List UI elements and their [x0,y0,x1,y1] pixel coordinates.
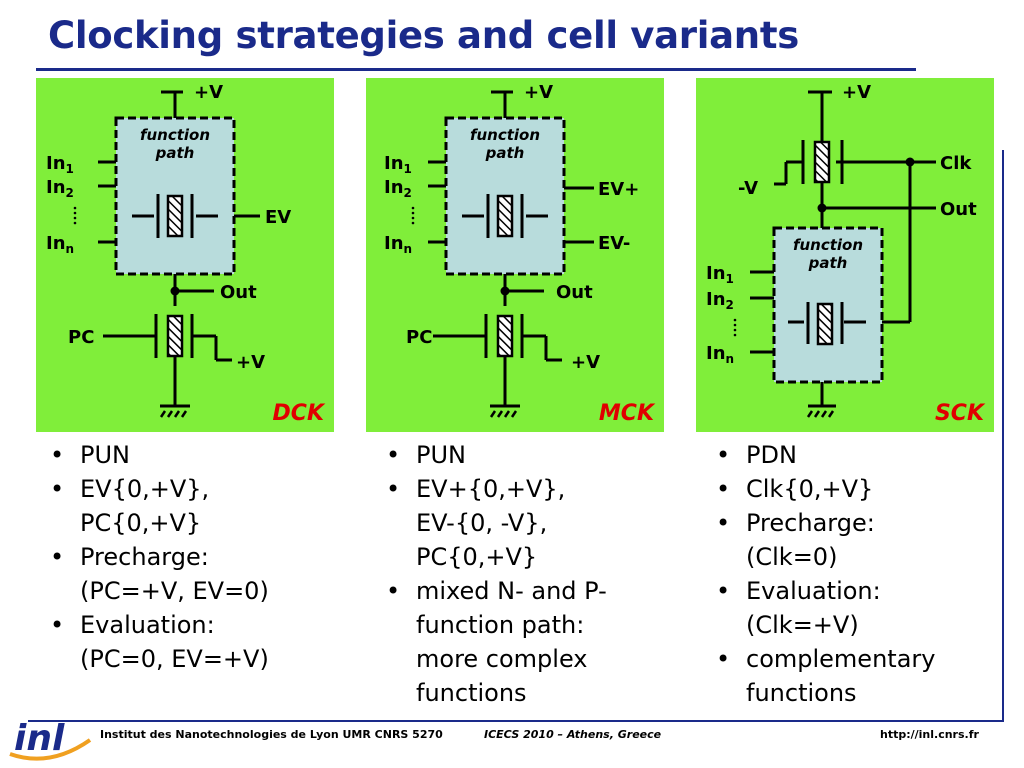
vdd-bottom-label: +V [571,352,600,373]
bullet-item: EV{0,+V},PC{0,+V} [44,472,269,540]
out-label: Out [556,282,593,303]
input-ellipsis [733,318,737,337]
bullet-item: Clk{0,+V} [710,472,935,506]
bullet-item: PUN [380,438,607,472]
out-node-dot [817,203,827,213]
bullet-item: Evaluation:(PC=0, EV=+V) [44,608,269,676]
input-2-label: In2 [384,177,412,200]
function-path-label-line2: path [485,144,525,162]
vdd-top-label: +V [194,82,223,103]
precharge-transistor-icon [496,314,514,358]
logo-swoosh [9,738,92,761]
input-ellipsis [411,206,415,225]
clk-label: Clk [940,153,972,174]
sck-circuit-diagram: +V -V Clk Out function path In1 In2 Inn … [696,78,994,432]
out-label: Out [940,199,977,220]
out-node-dot [500,286,510,296]
inl-logo: inl [9,718,92,761]
function-path-label-line1: function [793,236,863,254]
ambipolar-transistor-icon [166,194,184,238]
out-node-dot [170,286,180,296]
dck-bullet-list: PUN EV{0,+V},PC{0,+V} Precharge:(PC=+V, … [44,438,269,676]
title-underline [36,68,916,71]
input-n-label: Inn [706,343,734,366]
vdd-top-label: +V [524,82,553,103]
dck-circuit-diagram: +V function path In1 In2 Inn EV Out PC +… [36,78,334,432]
input-ellipsis [73,206,77,225]
footer-conference: ICECS 2010 – Athens, Greece [484,728,662,741]
ev-label: EV [265,207,291,228]
vdd-top-label: +V [842,82,871,103]
function-path-label-line2: path [155,144,195,162]
input-n-label: Inn [46,233,74,256]
input-2-label: In2 [706,289,734,312]
ev-plus-label: EV+ [598,179,639,200]
footer-url[interactable]: http://inl.cnrs.fr [880,728,979,741]
bullet-item: mixed N- and P-function path:more comple… [380,574,607,710]
footer-institute: Institut des Nanotechnologies de Lyon UM… [100,728,443,741]
clk-node-dot [905,157,915,167]
bullet-item: Evaluation:(Clk=+V) [710,574,935,642]
out-label: Out [220,282,257,303]
ev-minus-label: EV- [598,233,630,254]
input-n-label: Inn [384,233,412,256]
slide-title: Clocking strategies and cell variants [48,14,799,57]
variant-label: SCK [935,401,986,426]
pc-label: PC [68,327,94,348]
function-path-label-line1: function [470,126,540,144]
ambipolar-transistor-icon [496,194,514,238]
variant-label: MCK [599,401,656,426]
bullet-item: PUN [44,438,269,472]
vdd-bottom-label: +V [236,352,265,373]
function-path-label-line1: function [140,126,210,144]
mck-bullet-list: PUN EV+{0,+V},EV-{0, -V},PC{0,+V} mixed … [380,438,607,710]
mck-circuit-diagram: +V function path In1 In2 Inn EV+ EV- Out… [366,78,664,432]
footer-rule [28,720,1004,722]
bullet-item: Precharge:(Clk=0) [710,506,935,574]
input-1-label: In1 [384,153,412,176]
input-1-label: In1 [46,153,74,176]
pc-label: PC [406,327,432,348]
bullet-item: Precharge:(PC=+V, EV=0) [44,540,269,608]
ambipolar-transistor-icon [816,302,834,346]
bullet-item: EV+{0,+V},EV-{0, -V},PC{0,+V} [380,472,607,574]
sck-bullet-list: PDN Clk{0,+V} Precharge:(Clk=0) Evaluati… [710,438,935,710]
right-border-line [1002,150,1004,720]
precharge-transistor-icon [166,314,184,358]
input-1-label: In1 [706,263,734,286]
input-2-label: In2 [46,177,74,200]
bullet-item: PDN [710,438,935,472]
function-path-label-line2: path [808,254,848,272]
clock-transistor-icon [813,140,831,184]
neg-v-label: -V [738,178,758,199]
variant-label: DCK [273,401,326,426]
logo-text: inl [14,718,65,759]
